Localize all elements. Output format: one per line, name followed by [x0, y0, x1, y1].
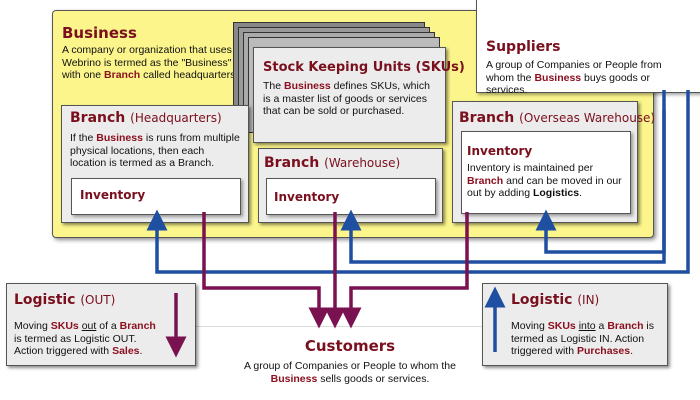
- logistic-in-title: Logistic (IN): [511, 292, 600, 308]
- branch-hq-description: If the Business is runs from multiple ph…: [70, 132, 240, 169]
- inventory-ow-label: Inventory: [467, 144, 533, 158]
- out-arrow-from-hq: [202, 212, 330, 329]
- inventory-ow-description: Inventory is maintained per Branch and c…: [467, 162, 622, 199]
- suppliers-description: A group of Companies or People from whom…: [486, 59, 662, 96]
- sku-title: Stock Keeping Units (SKUs): [263, 60, 465, 75]
- sku-description: The Business defines SKUs, which is a ma…: [263, 80, 430, 117]
- suppliers-title: Suppliers: [486, 39, 561, 55]
- in-arrow-to-warehouse: [340, 90, 666, 264]
- sku-box: [253, 47, 446, 143]
- inventory-wh-label: Inventory: [274, 190, 340, 204]
- logistic-out-box: [6, 283, 196, 366]
- inventory-ow-box: [461, 131, 631, 214]
- out-arrow-from-overseas: [340, 212, 469, 329]
- logistic-out-description: Moving SKUs out of a Branch is termed as…: [14, 320, 156, 357]
- business-title: Business: [62, 24, 137, 42]
- logistic-in-description: Moving SKUs into a Branch is termed as L…: [511, 320, 655, 357]
- business-description: A company or organization that uses Webr…: [62, 44, 239, 81]
- in-arrow-to-overseas: [535, 110, 666, 254]
- inventory-hq-label: Inventory: [80, 188, 146, 202]
- branch-wh-title: Branch (Warehouse): [264, 155, 401, 171]
- in-arrow-to-hq: [146, 90, 690, 274]
- logistic-in-box: [482, 283, 668, 366]
- branch-hq-title: Branch (Headquarters): [70, 110, 222, 126]
- inventory-wh-box: [266, 178, 436, 215]
- suppliers-box: [476, 0, 700, 93]
- customers-description: A group of Companies or People to whom t…: [244, 360, 456, 385]
- customers-title: Customers: [304, 337, 396, 355]
- logistic-out-title: Logistic (OUT): [14, 292, 116, 308]
- branch-ow-title: Branch (Overseas Warehouse): [459, 110, 656, 126]
- inventory-hq-box: [71, 178, 241, 215]
